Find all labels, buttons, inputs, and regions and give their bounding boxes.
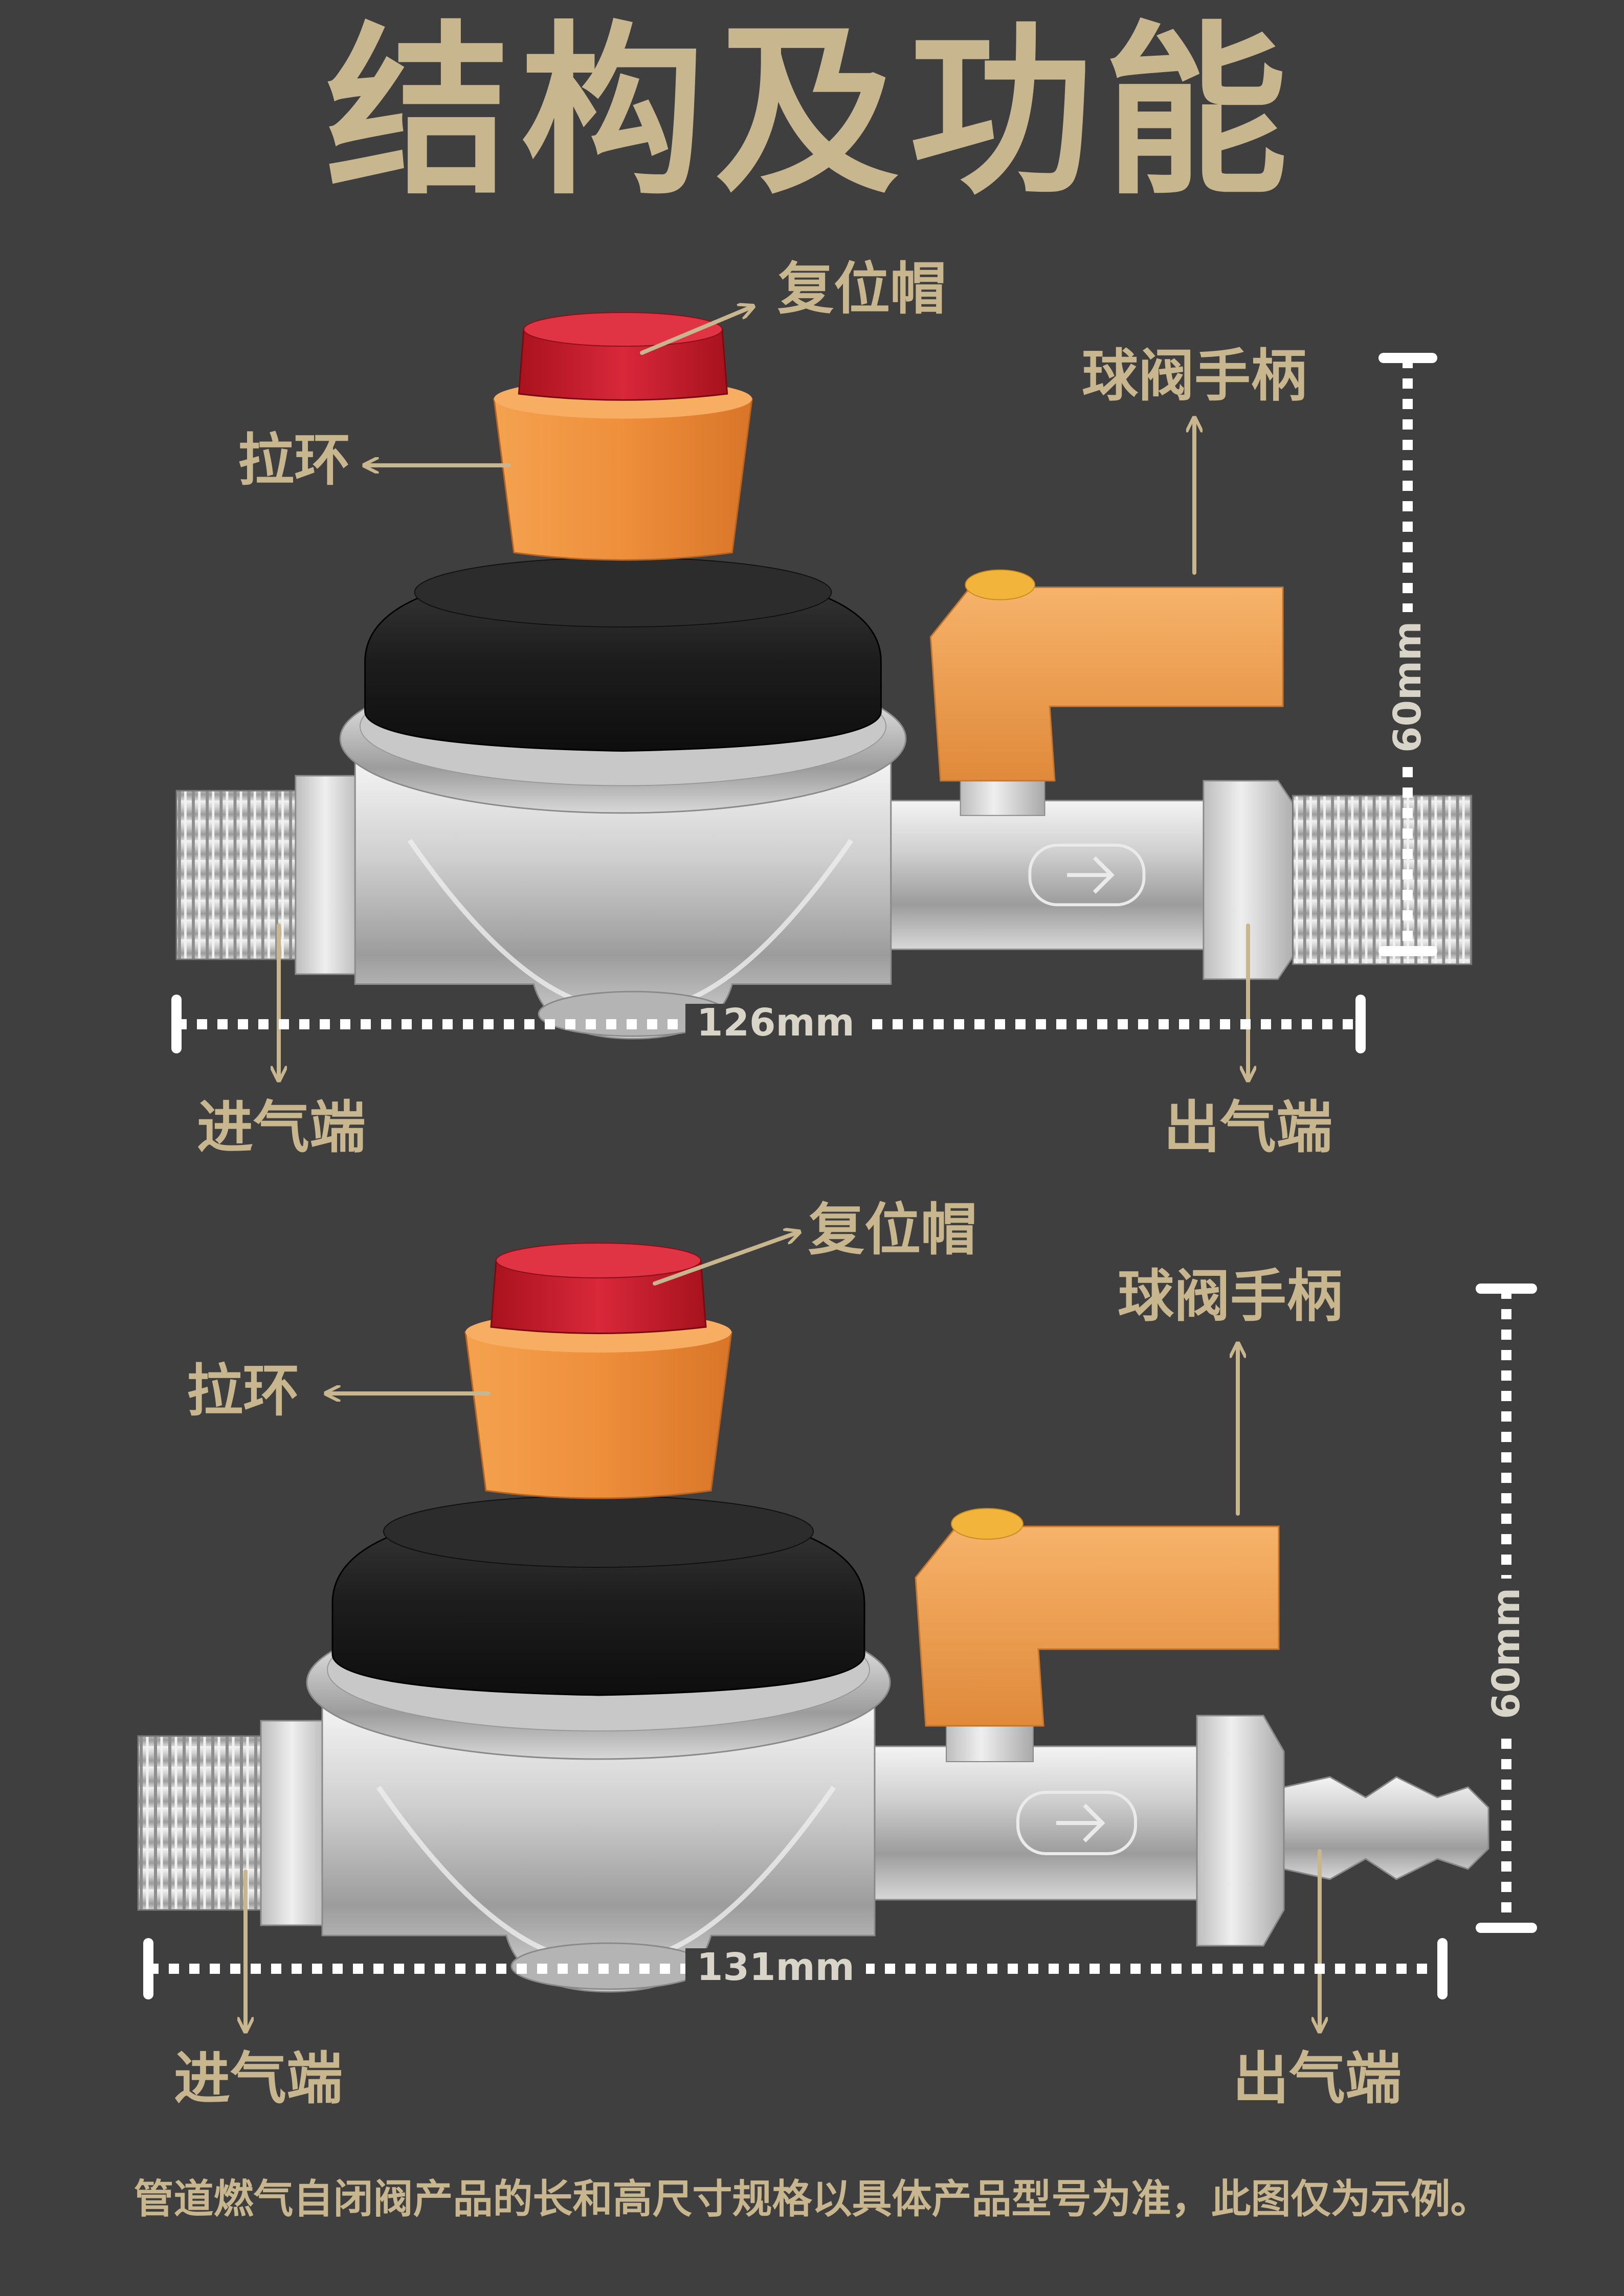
label-pull-ring-bottom: 拉环 bbox=[187, 1358, 299, 1424]
dimension-length-top-label: 126mm bbox=[685, 1004, 866, 1042]
dimension-height-top-label: 60mm bbox=[1386, 612, 1430, 762]
dimension-length-bottom-label: 131mm bbox=[685, 1948, 866, 1986]
label-reset-cap-bottom: 复位帽 bbox=[808, 1197, 977, 1263]
leader-reset-cap-top bbox=[640, 307, 752, 355]
label-ball-valve-handle-top: 球阀手柄 bbox=[1082, 343, 1307, 409]
dimension-height-bottom-label: 60mm bbox=[1484, 1578, 1528, 1728]
leader-reset-cap-bottom bbox=[653, 1232, 798, 1286]
label-reset-cap-top: 复位帽 bbox=[777, 256, 946, 322]
page-title: 结构及功能 bbox=[326, 5, 1298, 219]
label-outlet-top: 出气端 bbox=[1164, 1095, 1332, 1160]
footnote: 管道燃气自闭阀产品的长和高尺寸规格以具体产品型号为准，此图仅为示例。 bbox=[134, 2176, 1490, 2222]
label-inlet-top: 进气端 bbox=[197, 1095, 366, 1160]
label-pull-ring-top: 拉环 bbox=[238, 427, 350, 493]
label-ball-valve-handle-bottom: 球阀手柄 bbox=[1118, 1264, 1343, 1329]
leader-lines bbox=[246, 307, 1320, 2030]
label-outlet-bottom: 出气端 bbox=[1233, 2046, 1401, 2111]
label-inlet-bottom: 进气端 bbox=[174, 2046, 343, 2111]
